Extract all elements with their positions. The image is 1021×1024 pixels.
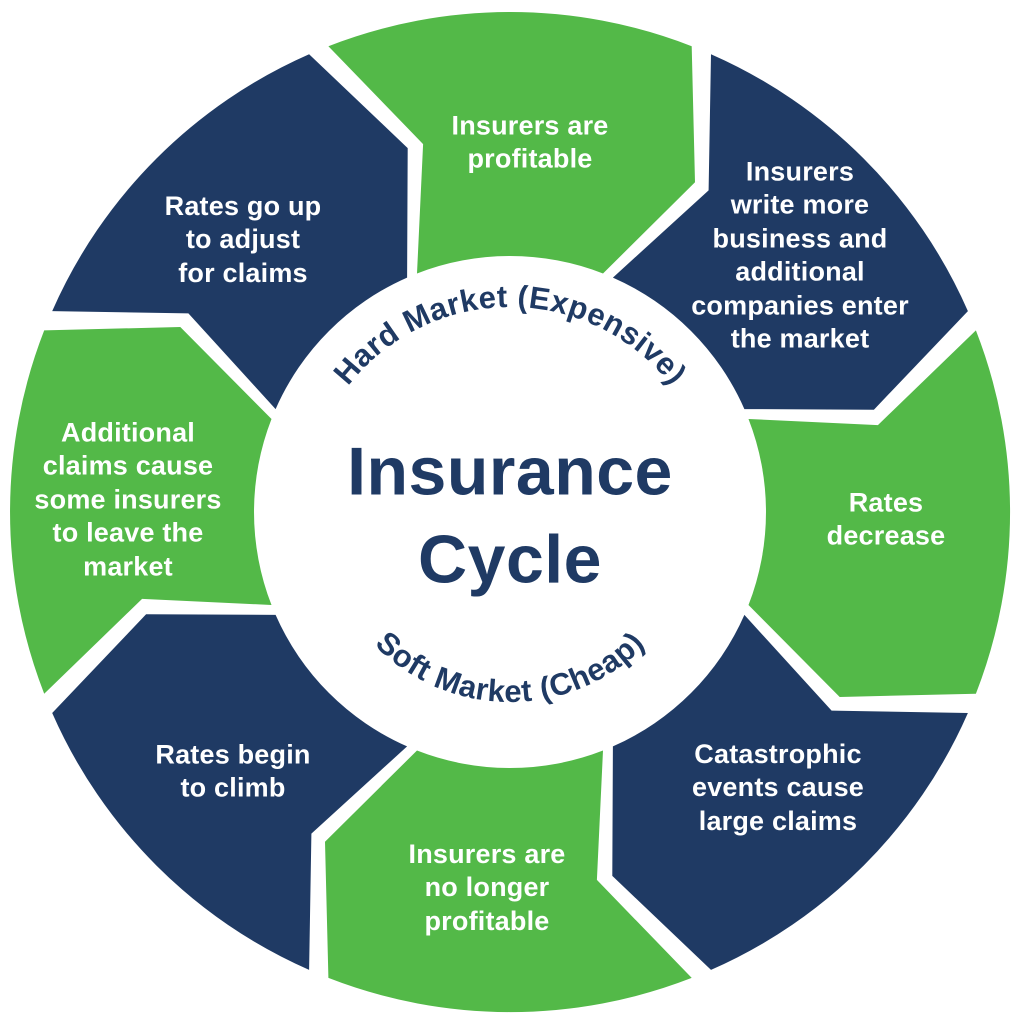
segment-catastrophic-events	[612, 614, 968, 970]
soft-market-label-text: Soft Market (Cheap)	[369, 624, 651, 709]
segment-label-rates-go-up: Rates go up to adjust for claims	[164, 190, 322, 288]
hard-market-label-text: Hard Market (Expensive)	[327, 279, 694, 391]
segment-rates-begin-to-climb	[52, 614, 408, 970]
segment-insurers-no-longer-profitable	[325, 750, 692, 1013]
segment-rates-decrease	[748, 330, 1011, 697]
hard-market-label: Hard Market (Expensive)	[327, 279, 694, 391]
segment-label-rates-decrease: Rates decrease	[826, 487, 946, 551]
segment-label-insurers-no-longer-profitable: Insurers are no longer profitable	[408, 838, 566, 936]
segment-label-insurers-profitable: Insurers are profitable	[451, 110, 609, 174]
soft-market-label: Soft Market (Cheap)	[369, 624, 650, 709]
segment-label-insurers-write-more: Insurers write more business and additio…	[691, 156, 909, 354]
segment-additional-claims-leave	[10, 327, 272, 694]
segment-label-additional-claims-leave: Additional claims cause some insurers to…	[34, 417, 222, 582]
segment-insurers-write-more	[612, 54, 968, 410]
diagram-title: Insurance Cycle	[347, 433, 673, 598]
segment-insurers-profitable	[328, 12, 695, 274]
segment-label-rates-begin-to-climb: Rates begin to climb	[155, 739, 311, 803]
segment-rates-go-up	[52, 54, 408, 410]
segment-label-catastrophic-events: Catastrophic events cause large claims	[691, 738, 865, 836]
